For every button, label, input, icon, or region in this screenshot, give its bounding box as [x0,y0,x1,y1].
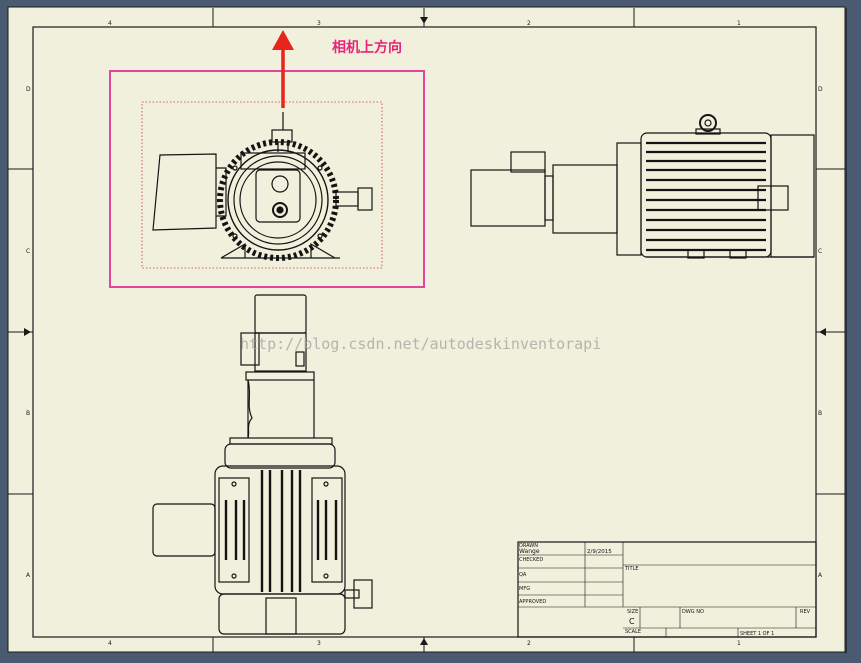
col-label-3-bottom: 3 [317,640,321,647]
qa-label: QA [519,572,527,578]
view-bounding-box [141,101,383,269]
camera-up-annotation: 相机上方向 [332,39,402,56]
drawn-label: DRAWN [519,543,538,549]
row-label-a-left: A [26,572,31,579]
zone-ticks [8,8,845,652]
drawn-date: 2/9/2015 [587,549,612,555]
row-label-d-right: D [818,86,823,93]
row-label-b-right: B [818,410,822,417]
col-label-4-bottom: 4 [108,640,112,647]
size-value: C [629,617,635,626]
col-label-2-top: 2 [527,20,531,27]
row-label-c-right: C [818,248,822,255]
camera-up-arrow [272,30,294,108]
row-label-a-right: A [818,572,823,579]
sheet-label: SHEET 1 OF 1 [740,631,774,637]
watermark-text: http://blog.csdn.net/autodeskinventorapi [240,335,601,353]
size-label: SIZE [627,609,638,615]
row-label-d-left: D [26,86,31,93]
title-label: TITLE [624,566,639,572]
scale-label: SCALE [625,629,641,635]
side-view[interactable] [470,114,815,259]
approved-label: APPROVED [519,599,546,605]
drawn-name: Wange [519,548,540,555]
row-label-b-left: B [26,410,30,417]
mfg-label: MFG [519,586,530,592]
top-view[interactable] [152,294,373,635]
title-block[interactable]: DRAWN Wange 2/9/2015 CHECKED QA MFG APPR… [517,541,817,638]
drawing-sheet[interactable] [7,6,846,653]
col-label-4-top: 4 [108,20,112,27]
col-label-3-top: 3 [317,20,321,27]
center-marks [24,17,826,645]
rev-label: REV [800,609,811,615]
checked-label: CHECKED [519,557,543,563]
col-label-1-top: 1 [737,20,741,27]
col-label-1-bottom: 1 [737,640,741,647]
selected-view-highlight[interactable] [109,70,425,288]
front-view[interactable] [152,112,373,261]
col-label-2-bottom: 2 [527,640,531,647]
row-label-c-left: C [26,248,30,255]
dwg-no-label: DWG NO [682,609,704,615]
